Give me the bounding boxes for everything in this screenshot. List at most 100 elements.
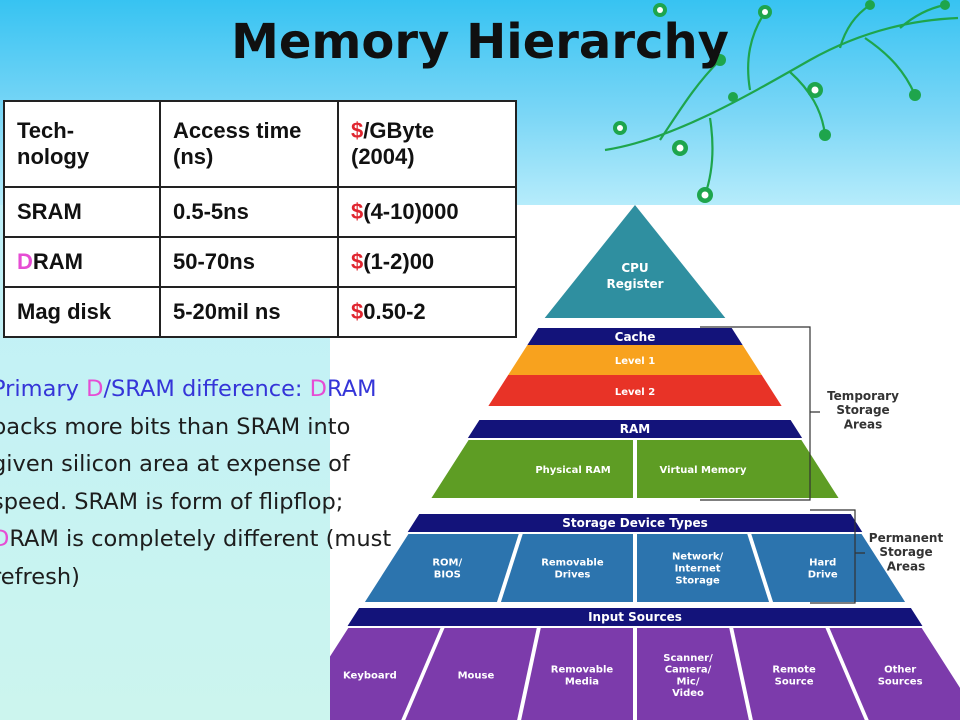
- ram-header: [467, 420, 803, 438]
- temporary-storage-label: Temporary: [827, 389, 899, 403]
- input-source-label: Media: [565, 676, 599, 687]
- input-source-block: [733, 628, 865, 720]
- storage-device-label: Removable: [541, 558, 604, 569]
- paragraph-line: Primary D/SRAM difference: DRAM: [0, 371, 462, 409]
- table-header-row: Tech- nology Access time (ns) $/GByte (2…: [3, 100, 517, 188]
- cost-value: (4-10)000: [363, 199, 459, 224]
- table-row: SRAM 0.5-5ns $(4-10)000: [3, 186, 517, 238]
- paragraph-line: speed. SRAM is form of flipflop;: [0, 484, 462, 522]
- cache-label: Cache: [615, 330, 656, 344]
- permanent-storage-label: Areas: [887, 559, 926, 573]
- input-source-label: Source: [775, 676, 814, 687]
- cell-cost: $0.50-2: [337, 286, 517, 338]
- paragraph-fragment: Primary: [0, 376, 87, 402]
- memory-comparison-table: Tech- nology Access time (ns) $/GByte (2…: [3, 100, 517, 338]
- input-label: Input Sources: [588, 610, 682, 624]
- dollar-sign: $: [351, 249, 364, 274]
- permanent-bracket: [810, 509, 865, 604]
- cell-tech: DRAM: [3, 236, 161, 288]
- dollar-sign: $: [351, 118, 364, 143]
- input-source-label: Camera/: [665, 665, 712, 676]
- storage-header: [407, 514, 863, 532]
- cell-tech: SRAM: [3, 186, 161, 238]
- virtual-memory-label: Virtual Memory: [660, 465, 747, 476]
- physical-ram-label: Physical RAM: [535, 465, 610, 476]
- permanent-storage-label: Storage: [879, 545, 932, 559]
- tech-prefix: D: [17, 249, 33, 274]
- cache-header: [527, 328, 743, 345]
- register-label: Register: [606, 277, 663, 291]
- paragraph-line: packs more bits than SRAM into: [0, 409, 462, 447]
- permanent-storage-label: Permanent: [869, 531, 944, 545]
- cell-access: 50-70ns: [159, 236, 339, 288]
- sram-dram-explanation: Primary D/SRAM difference: DRAM packs mor…: [0, 371, 462, 596]
- cell-tech: Mag disk: [3, 286, 161, 338]
- cell-access: 0.5-5ns: [159, 186, 339, 238]
- storage-device-block: [751, 534, 906, 602]
- header-cost-label: /GByte (2004): [351, 118, 435, 169]
- paragraph-fragment: /SRAM difference:: [103, 376, 310, 402]
- storage-device-label: BIOS: [434, 569, 461, 580]
- storage-device-block: [637, 534, 770, 602]
- temporary-bracket: [700, 326, 820, 501]
- level1-band: [508, 345, 762, 375]
- vine-decoration-icon: [604, 0, 959, 203]
- virtual-memory-block: [637, 440, 839, 498]
- input-source-label: Removable: [551, 665, 614, 676]
- header-access-time: Access time (ns): [159, 100, 339, 188]
- storage-device-label: Network/: [672, 552, 724, 563]
- dollar-sign: $: [351, 199, 364, 224]
- input-source-label: Scanner/: [663, 653, 713, 664]
- paragraph-fragment: D: [86, 376, 104, 402]
- cpu-label: CPU: [621, 261, 648, 275]
- paragraph-fragment: speed. SRAM is form of flipflop;: [0, 488, 344, 515]
- level2-band: [488, 375, 782, 406]
- paragraph-line: DRAM is completely different (must: [0, 521, 462, 559]
- paragraph-line: refresh): [0, 559, 462, 597]
- paragraph-fragment: D: [309, 376, 327, 402]
- storage-device-label: ROM/: [432, 558, 462, 569]
- storage-device-block: [364, 534, 519, 602]
- storage-device-label: Internet: [675, 564, 721, 575]
- input-source-block: [405, 628, 537, 720]
- input-source-block: [330, 628, 441, 720]
- dollar-sign: $: [351, 299, 364, 324]
- level2-label: Level 2: [615, 387, 655, 398]
- input-source-block: [829, 628, 960, 720]
- paragraph-line: given silicon area at expense of: [0, 446, 462, 484]
- level1-label: Level 1: [615, 356, 655, 367]
- paragraph-fragment: RAM is completely different (must: [9, 526, 392, 552]
- input-source-label: Remote: [772, 665, 816, 676]
- slide-title: Memory Hierarchy: [231, 14, 729, 70]
- cell-access: 5-20mil ns: [159, 286, 339, 338]
- input-header: [347, 608, 923, 626]
- header-technology: Tech- nology: [3, 100, 161, 188]
- tech-value: RAM: [32, 249, 83, 274]
- storage-device-label: Hard: [809, 558, 836, 569]
- paragraph-fragment: packs more bits than SRAM into: [0, 413, 351, 440]
- paragraph-fragment: refresh): [0, 563, 80, 590]
- physical-ram-block: [431, 440, 633, 498]
- table-row: Mag disk 5-20mil ns $0.50-2: [3, 286, 517, 338]
- ram-label: RAM: [620, 422, 650, 436]
- storage-device-block: [500, 534, 633, 602]
- paragraph-fragment: given silicon area at expense of: [0, 451, 350, 477]
- input-source-label: Sources: [878, 676, 923, 687]
- cost-value: (1-2)00: [363, 249, 435, 274]
- cell-cost: $(1-2)00: [337, 236, 517, 288]
- storage-device-label: Storage: [675, 575, 720, 586]
- storage-device-label: Drive: [808, 569, 838, 580]
- input-source-label: Mic/: [677, 676, 700, 687]
- storage-device-label: Drives: [554, 569, 590, 580]
- paragraph-fragment: D: [0, 526, 10, 552]
- input-source-label: Mouse: [458, 671, 495, 682]
- temporary-storage-label: Storage: [836, 403, 889, 417]
- storage-label: Storage Device Types: [562, 516, 707, 530]
- input-source-label: Other: [884, 665, 916, 676]
- input-source-block: [637, 628, 749, 720]
- cost-value: 0.50-2: [363, 299, 426, 324]
- temporary-storage-label: Areas: [844, 417, 883, 431]
- input-source-block: [521, 628, 633, 720]
